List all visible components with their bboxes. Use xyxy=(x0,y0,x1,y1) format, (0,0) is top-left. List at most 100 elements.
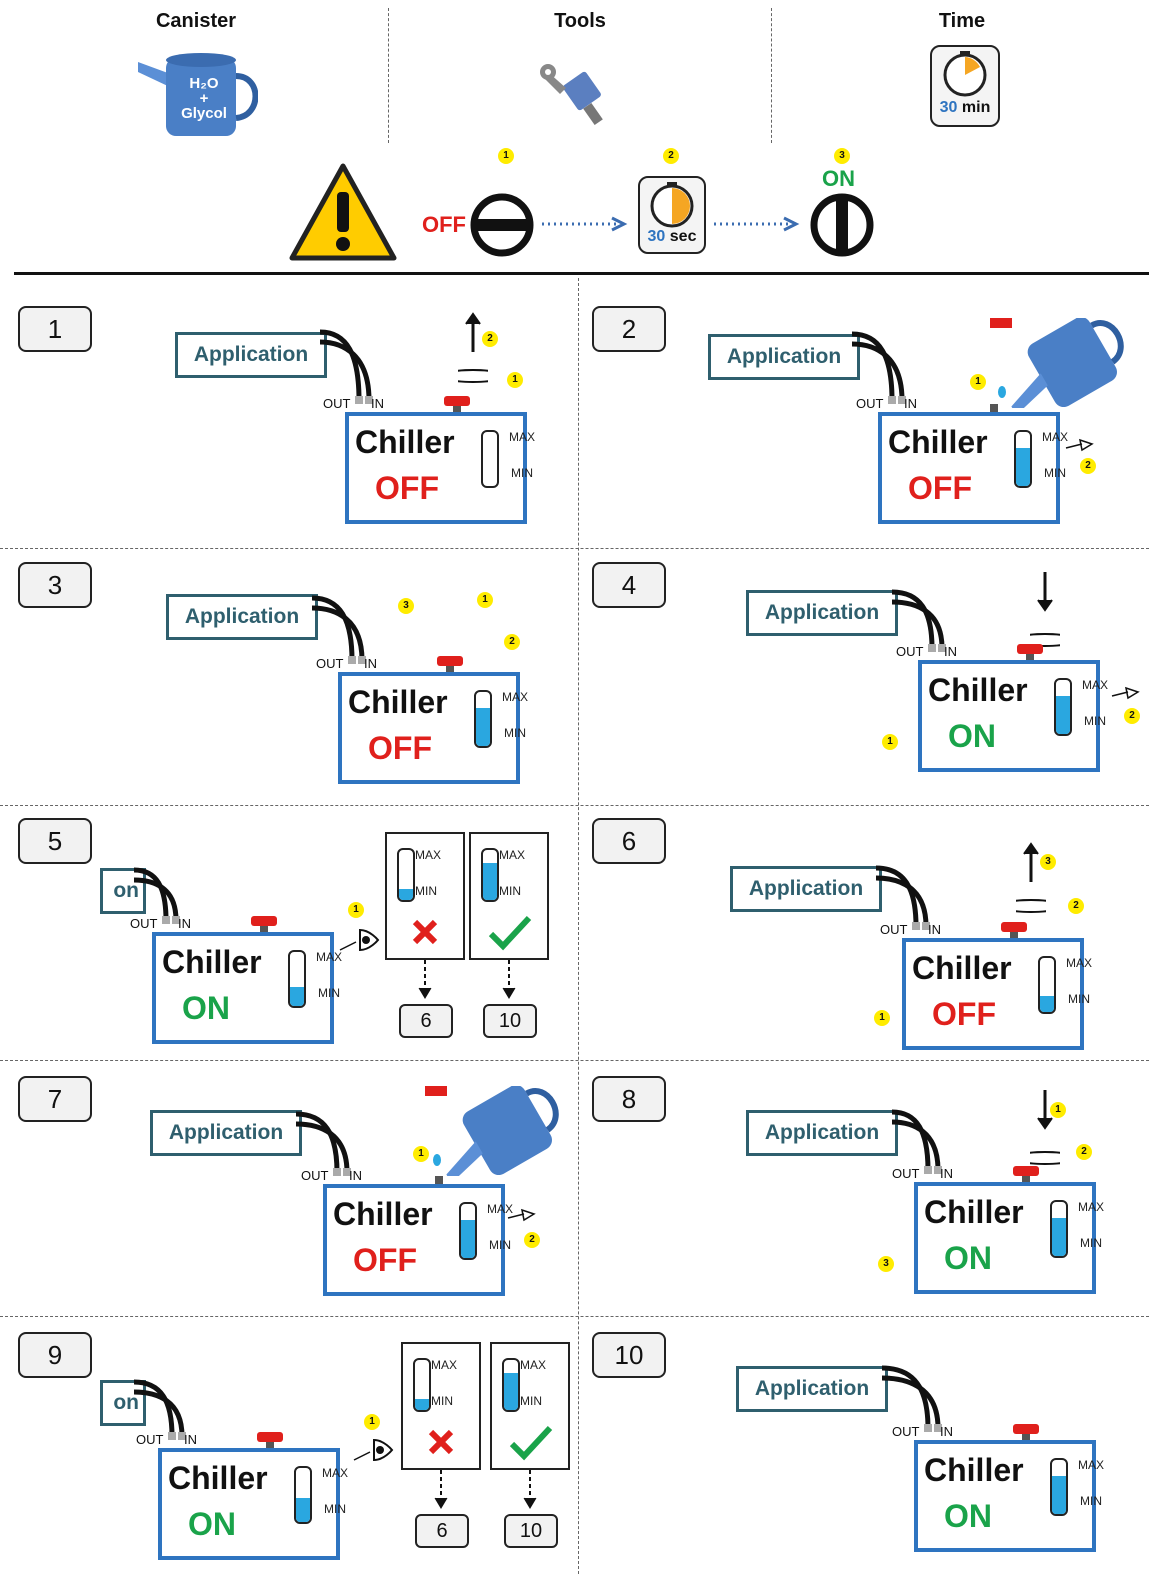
level-gauge xyxy=(1014,430,1032,488)
timer-icon: 30 sec xyxy=(638,176,706,254)
hose-lines xyxy=(320,329,373,404)
max-label: MAX xyxy=(520,1358,547,1372)
check-icon xyxy=(509,1425,553,1461)
chiller-state: ON xyxy=(944,1498,992,1534)
level-gauge xyxy=(1050,1458,1068,1516)
step-badge: 1 xyxy=(477,592,493,608)
knob-stem xyxy=(1022,1434,1030,1442)
hose-lines xyxy=(876,865,930,930)
application-box: Application xyxy=(746,1110,898,1156)
out-label: OUT xyxy=(323,396,351,411)
application-box: Application xyxy=(166,594,318,640)
canister-icon: H₂O + Glycol xyxy=(138,48,259,138)
filler-cap xyxy=(435,1176,443,1184)
in-label: IN xyxy=(364,656,377,671)
knob-stem xyxy=(266,1442,274,1450)
cross-icon xyxy=(412,919,438,945)
max-label: MAX xyxy=(1077,1200,1104,1214)
knob-stem xyxy=(453,406,461,414)
arrow-up-icon xyxy=(458,312,488,383)
min-label: MIN xyxy=(520,1394,542,1408)
min-label: MIN xyxy=(489,1238,511,1252)
application-box: Application xyxy=(730,866,882,912)
arrow-down-icon xyxy=(502,960,516,999)
coolant-level xyxy=(415,1399,429,1410)
coolant-level xyxy=(476,708,490,746)
out-label: OUT xyxy=(892,1166,920,1181)
time-value: 30 xyxy=(939,99,958,116)
time-icon: 30 min xyxy=(930,45,1000,127)
level-gauge xyxy=(413,1358,431,1412)
step-badge: 1 xyxy=(882,734,898,750)
step-badge: 2 xyxy=(482,331,498,347)
switch-off-icon xyxy=(470,193,534,257)
step-number: 9 xyxy=(18,1332,92,1378)
wrench-icon xyxy=(538,58,618,128)
coolant-level xyxy=(399,889,413,900)
chiller-label: Chiller xyxy=(912,950,1012,986)
canister-label-1: H₂O xyxy=(189,75,219,92)
chiller-label: Chiller xyxy=(924,1194,1024,1230)
min-label: MIN xyxy=(1080,1494,1102,1508)
eye-icon xyxy=(339,928,380,952)
canister-pour-icon xyxy=(990,318,1124,408)
out-label: OUT xyxy=(896,644,924,659)
coolant-level xyxy=(296,1497,310,1522)
min-label: MIN xyxy=(511,466,533,480)
check-panel-pass: MAX MIN xyxy=(490,1342,570,1470)
step-badge: 3 xyxy=(398,598,414,614)
min-label: MIN xyxy=(1084,714,1106,728)
hose-lines xyxy=(134,1379,186,1440)
header-separator xyxy=(14,272,1149,275)
step-number: 6 xyxy=(592,818,666,864)
arrow-down-icon xyxy=(1030,572,1060,647)
level-gauge xyxy=(481,848,499,902)
knob-stem xyxy=(446,666,454,674)
arrow-up-icon xyxy=(1016,842,1046,913)
min-label: MIN xyxy=(431,1394,453,1408)
level-gauge xyxy=(474,690,492,748)
chiller-label: Chiller xyxy=(888,424,988,460)
step-number: 1 xyxy=(18,306,92,352)
knob-stem xyxy=(1026,654,1034,662)
time-unit: min xyxy=(961,99,991,116)
hose-lines xyxy=(892,589,946,652)
hose-lines xyxy=(892,1109,942,1174)
hose-lines xyxy=(852,331,906,404)
out-label: OUT xyxy=(880,922,908,937)
power-knob xyxy=(257,1432,283,1442)
chiller-label: Chiller xyxy=(333,1196,433,1232)
check-icon xyxy=(488,915,532,951)
eye-icon xyxy=(507,1208,536,1222)
chiller-label: Chiller xyxy=(162,944,262,980)
max-label: MAX xyxy=(1077,1458,1104,1472)
max-label: MAX xyxy=(321,1466,348,1480)
hose-lines xyxy=(882,1365,942,1432)
out-label: OUT xyxy=(136,1432,164,1447)
step-badge: 1 xyxy=(1050,1102,1066,1118)
step-reference: 10 xyxy=(483,1004,537,1038)
sequence-badge: 2 xyxy=(663,148,679,164)
grid-divider xyxy=(0,1060,1149,1061)
chiller-state: OFF xyxy=(932,996,996,1032)
out-label: OUT xyxy=(316,656,344,671)
level-gauge xyxy=(481,430,499,488)
timer-unit: sec xyxy=(669,228,697,245)
coolant-level xyxy=(1056,696,1070,734)
min-label: MIN xyxy=(324,1502,346,1516)
out-label: OUT xyxy=(130,916,158,931)
power-knob xyxy=(251,916,277,926)
application-box: on xyxy=(100,1380,146,1426)
on-label: ON xyxy=(822,166,855,191)
chiller-state: ON xyxy=(948,718,996,754)
chiller-state: OFF xyxy=(908,470,972,506)
coolant-level xyxy=(290,987,304,1006)
off-label: OFF xyxy=(422,212,466,237)
min-label: MIN xyxy=(1044,466,1066,480)
